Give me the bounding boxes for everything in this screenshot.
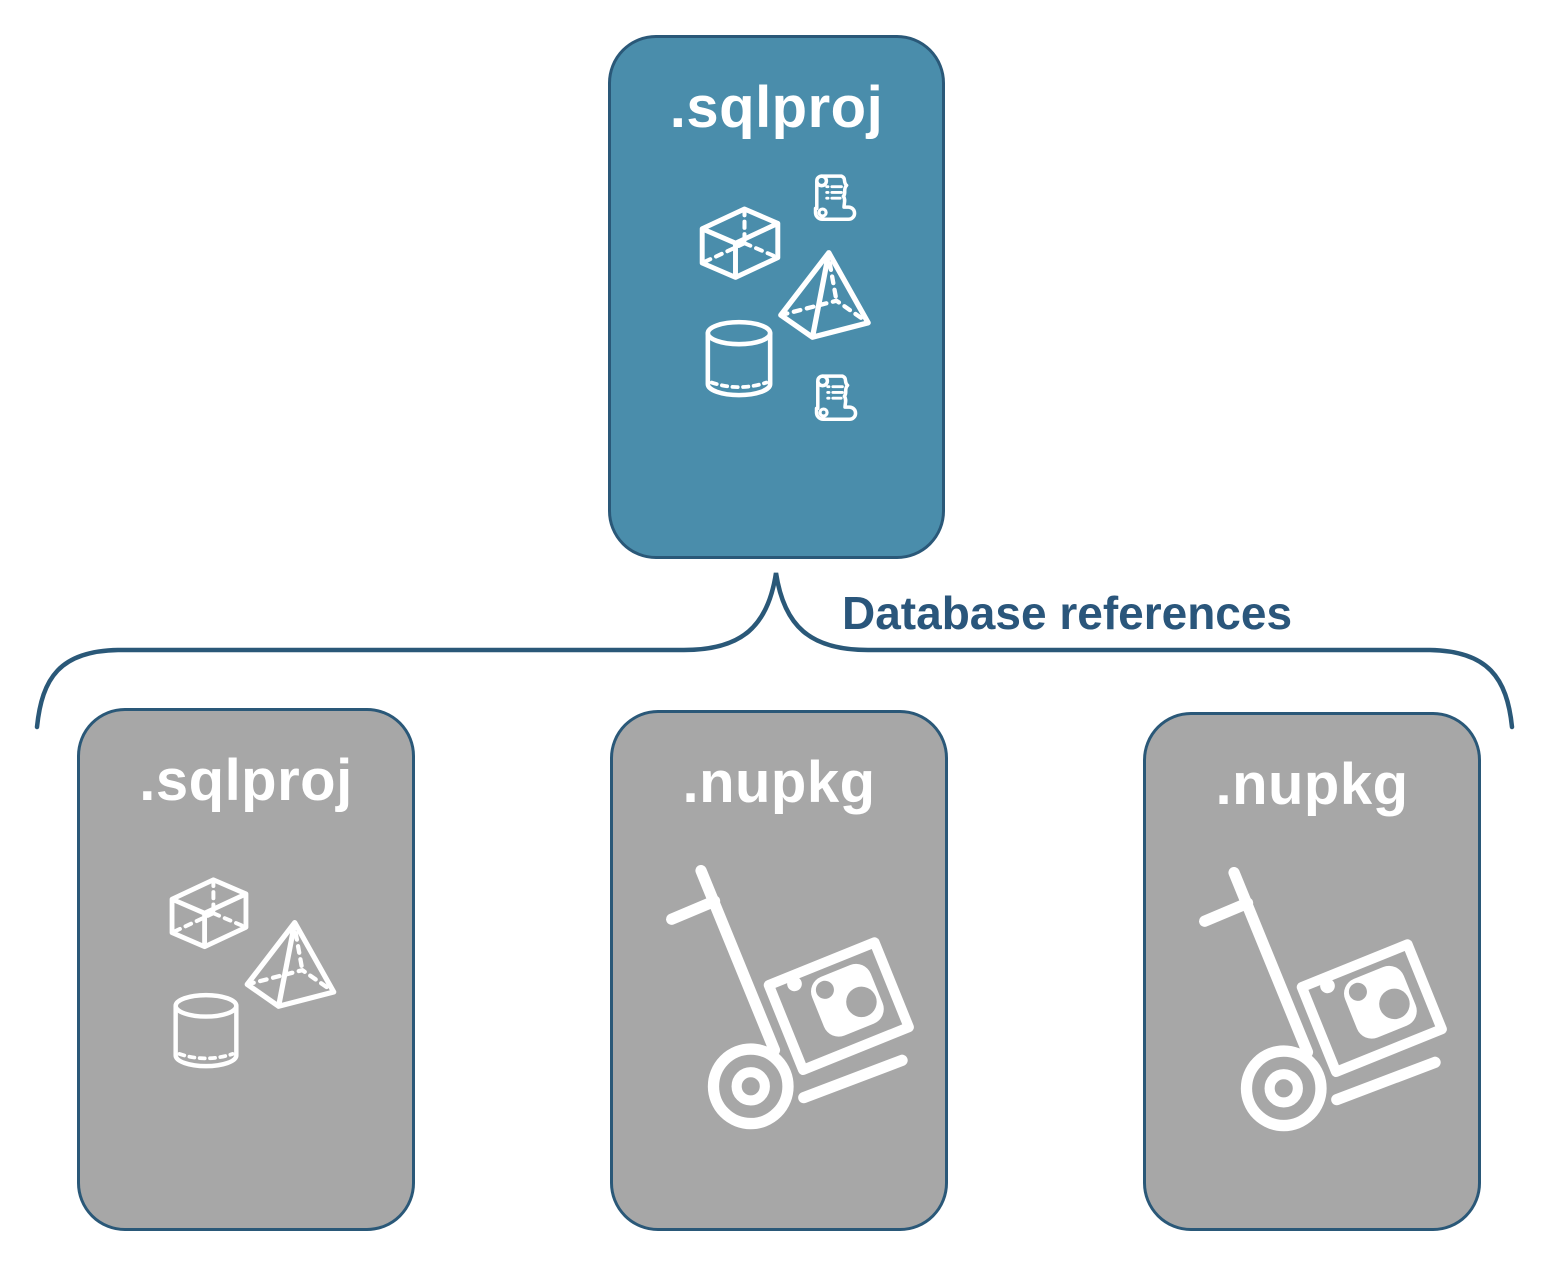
script-scroll-icon xyxy=(796,168,860,236)
child-sqlproj-card: .sqlproj xyxy=(77,708,415,1231)
nuget-hand-truck-icon xyxy=(1191,867,1451,1138)
nuget-hand-truck-icon xyxy=(658,865,918,1136)
pyramid-icon xyxy=(240,916,340,1011)
child-nupkg-card-1: .nupkg xyxy=(610,710,948,1231)
child-nupkg-1-title: .nupkg xyxy=(682,750,876,815)
pyramid-icon xyxy=(773,246,875,342)
child-nupkg-2-title: .nupkg xyxy=(1215,752,1409,817)
cube-icon xyxy=(165,871,253,959)
cylinder-icon xyxy=(169,989,243,1073)
child-sqlproj-title: .sqlproj xyxy=(139,748,353,813)
script-scroll-icon xyxy=(797,368,861,436)
root-sqlproj-card: .sqlproj xyxy=(608,35,945,559)
cylinder-icon xyxy=(701,316,777,402)
child-nupkg-card-2: .nupkg xyxy=(1143,712,1481,1231)
root-card-title: .sqlproj xyxy=(669,75,884,140)
cube-icon xyxy=(695,200,785,290)
connector-label: Database references xyxy=(842,587,1293,639)
